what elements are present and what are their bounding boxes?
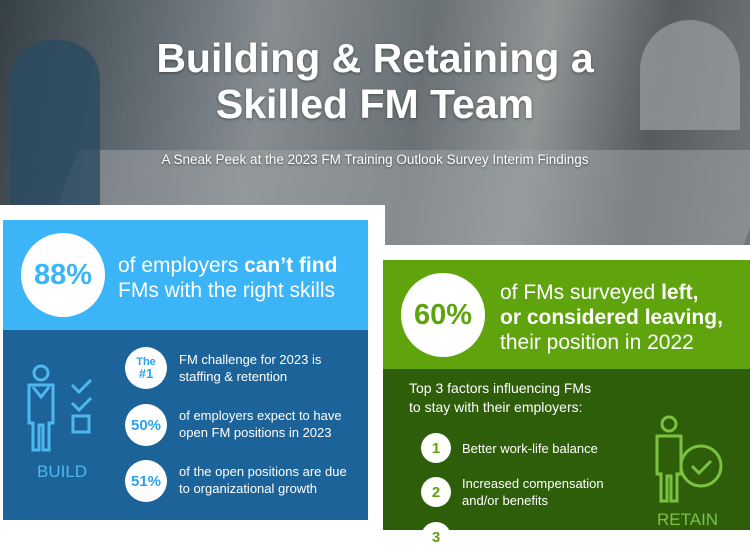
factor-number-3: 3 (421, 522, 451, 552)
retain-panel: 60% of FMs surveyed left, or considered … (383, 260, 750, 552)
build-headline: 88% of employers can’t find FMs with the… (3, 220, 368, 330)
factor-1: Better work-life balance (462, 441, 598, 456)
factor-number-2: 2 (421, 477, 451, 507)
title-line-2: Skilled FM Team (215, 81, 535, 127)
factor-number-1: 1 (421, 433, 451, 463)
stat-circle-60: 60% (401, 273, 485, 357)
badge-51: 51% (125, 460, 167, 502)
build-headline-text: of employers can’t find FMs with the rig… (118, 254, 338, 302)
retain-headline-text: of FMs surveyed left, or considered leav… (500, 281, 723, 354)
person-check-icon (655, 415, 723, 503)
retain-headline: 60% of FMs surveyed left, or considered … (383, 260, 750, 369)
person-checklist-icon (27, 364, 93, 452)
badge-50: 50% (125, 404, 167, 446)
subtitle: A Sneak Peek at the 2023 FM Training Out… (161, 152, 589, 167)
build-panel: 88% of employers can’t find FMs with the… (3, 220, 368, 520)
stat-circle-88: 88% (21, 233, 105, 317)
retain-label: RETAIN (657, 510, 719, 529)
build-label: BUILD (37, 462, 88, 481)
page-title: Building & Retaining a Skilled FM Team (0, 35, 750, 127)
title-line-1: Building & Retaining a (156, 35, 594, 81)
hero-photo: Building & Retaining a Skilled FM Team A… (0, 0, 750, 245)
badge-number-one: The#1 (125, 347, 167, 389)
